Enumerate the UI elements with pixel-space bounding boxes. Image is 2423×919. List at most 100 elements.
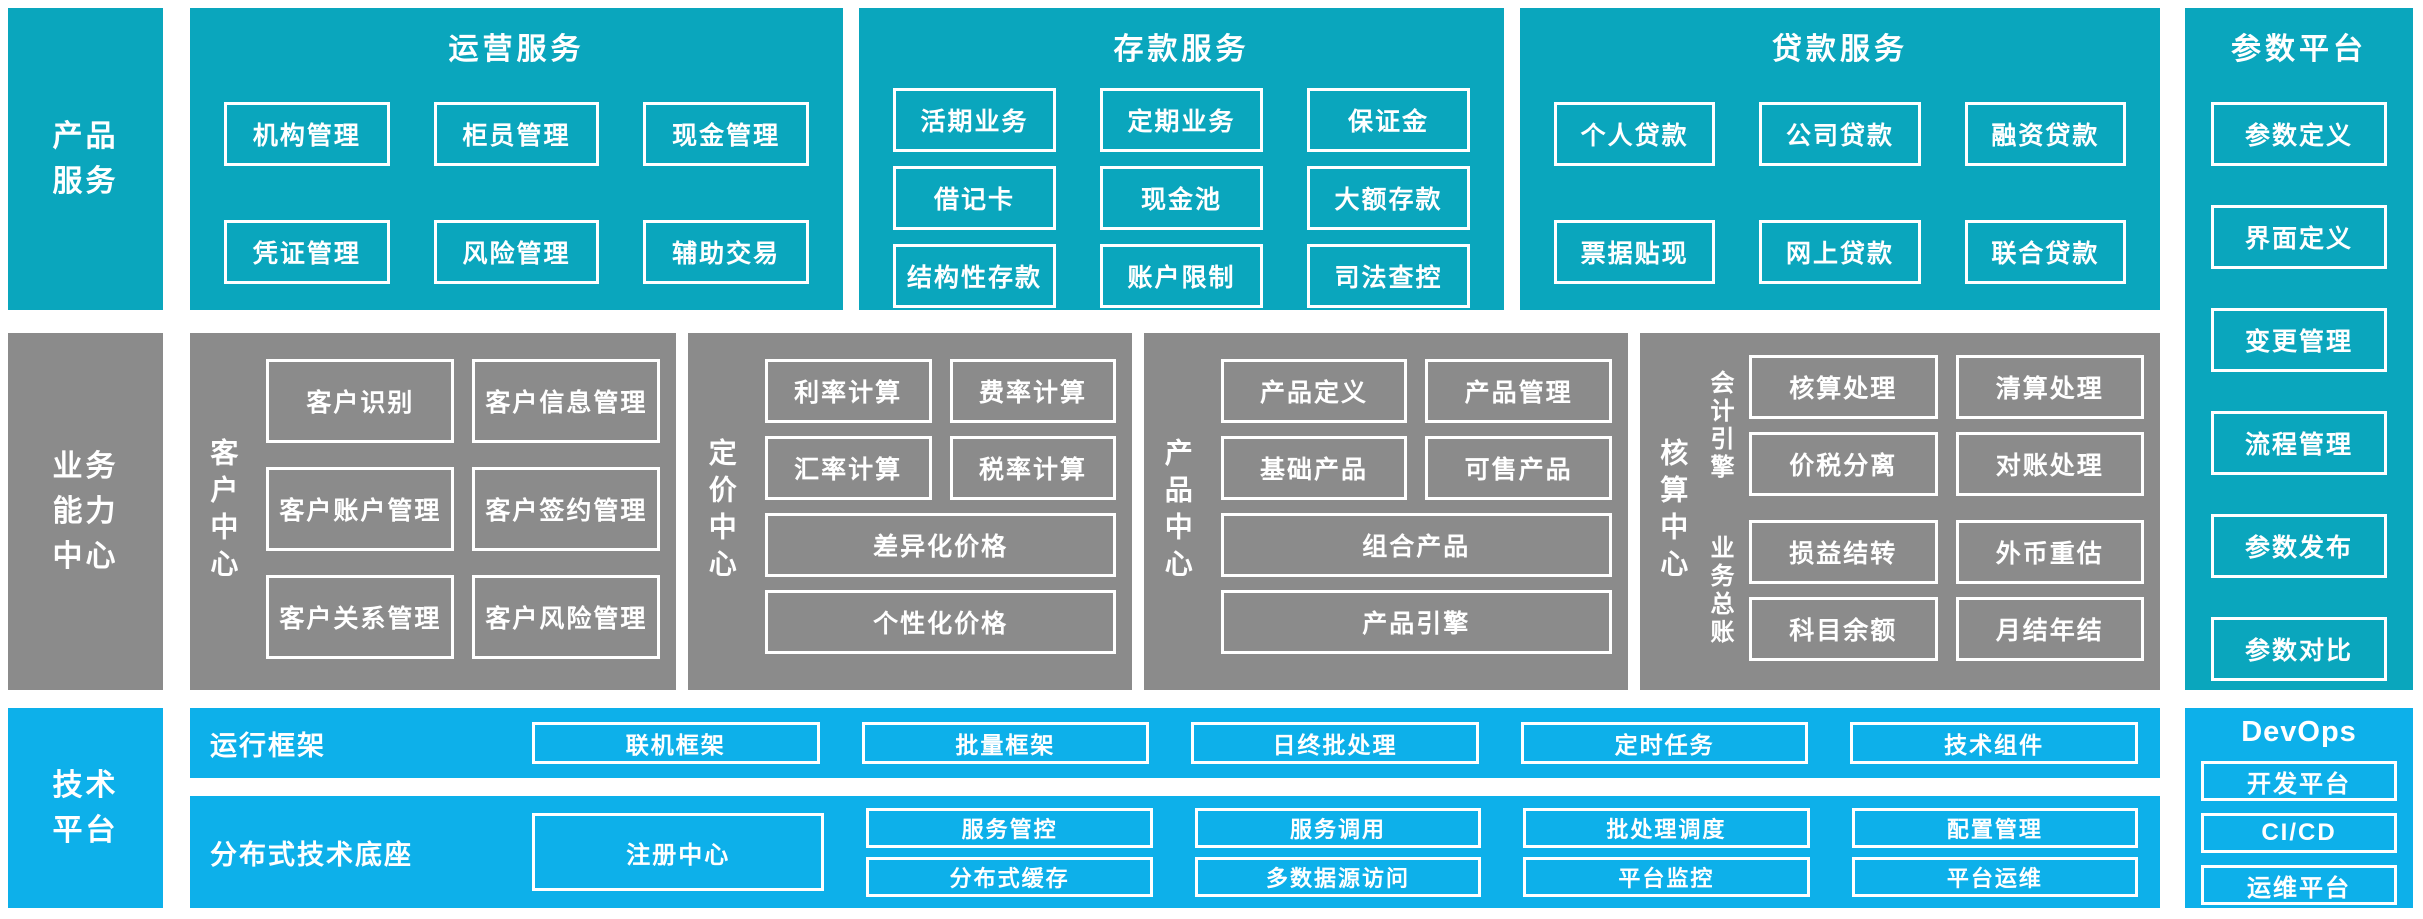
capability-box: 客户信息管理 — [472, 359, 661, 443]
service-box: 联合贷款 — [1964, 220, 2126, 284]
panel-distributed-base: 分布式技术底座 注册中心 服务管控 分布式缓存 服务调用 多数据源访问 批处 — [190, 796, 2160, 908]
tech-box: 批量框架 — [861, 722, 1150, 764]
distributed-base-label: 分布式技术底座 — [210, 839, 413, 870]
accounting-center-label: 核算中心 — [1657, 437, 1689, 586]
tech-box: 平台运维 — [1851, 856, 2139, 897]
service-box: 凭证管理 — [224, 220, 390, 284]
panel-accounting-center: 核算中心 会计引擎 核算处理清算处理价税分离对账处理 业务总账 损益结转外币重估… — [1639, 333, 2160, 690]
panel-customer-center: 客户中心 客户识别客户信息管理客户账户管理客户签约管理客户关系管理客户风险管理 — [190, 333, 677, 690]
capability-box-wide: 组合产品 — [1220, 513, 1612, 577]
tech-box: 日终批处理 — [1191, 722, 1479, 764]
parameter-box: 参数定义 — [2211, 102, 2387, 166]
operation-services-grid: 机构管理柜员管理现金管理凭证管理风险管理辅助交易 — [190, 102, 843, 284]
service-box: 风险管理 — [433, 220, 600, 284]
capability-box: 税率计算 — [949, 436, 1117, 500]
panel-pricing-center: 定价中心 利率计算费率计算汇率计算税率计算 差异化价格个性化价格 — [688, 333, 1133, 690]
customer-center-grid: 客户识别客户信息管理客户账户管理客户签约管理客户关系管理客户风险管理 — [266, 359, 661, 659]
panel-parameter-platform-title: 参数平台 — [2231, 33, 2367, 66]
sidebar-business-capability-center: 业务 能力 中心 — [8, 333, 163, 690]
service-box: 个人贷款 — [1554, 102, 1716, 166]
tech-box: 批处理调度 — [1523, 807, 1810, 848]
capability-box: 客户关系管理 — [266, 575, 455, 659]
parameter-box: 界面定义 — [2211, 205, 2387, 269]
service-box: 融资贷款 — [1964, 102, 2126, 166]
pricing-center-wide-list: 差异化价格个性化价格 — [764, 513, 1117, 654]
sidebar-business-capability-label: 业务 能力 中心 — [52, 450, 119, 573]
capability-box: 客户风险管理 — [472, 575, 661, 659]
product-services-row: 运营服务 机构管理柜员管理现金管理凭证管理风险管理辅助交易 存款服务 活期业务定… — [190, 8, 2160, 310]
service-box: 活期业务 — [893, 88, 1056, 152]
runtime-framework-label: 运行框架 — [210, 730, 326, 761]
service-box: 账户限制 — [1100, 244, 1263, 308]
product-center-wide-list: 组合产品产品引擎 — [1220, 513, 1612, 654]
sidebar-technology-platform: 技术 平台 — [8, 708, 163, 908]
capability-box: 月结年结 — [1955, 597, 2144, 661]
capability-box: 利率计算 — [764, 359, 932, 423]
devops-box: 开发平台 — [2201, 761, 2397, 801]
pricing-center-grid: 利率计算费率计算汇率计算税率计算 — [764, 359, 1117, 500]
panel-loan-services: 贷款服务 个人贷款公司贷款融资贷款票据贴现网上贷款联合贷款 — [1520, 8, 2160, 310]
capability-box: 客户识别 — [266, 359, 455, 443]
parameter-box: 流程管理 — [2211, 411, 2387, 475]
accounting-engine-label: 会计引擎 — [1706, 369, 1734, 482]
service-box: 柜员管理 — [433, 102, 600, 166]
tech-box: 服务管控 — [866, 807, 1153, 848]
service-box: 辅助交易 — [643, 220, 809, 284]
customer-center-label: 客户中心 — [207, 437, 239, 586]
capability-box: 产品定义 — [1220, 359, 1408, 423]
tech-box: 技术组件 — [1850, 722, 2138, 764]
service-box: 现金管理 — [643, 102, 809, 166]
distributed-base-column: 服务管控 分布式缓存 — [866, 807, 1153, 897]
service-box: 机构管理 — [224, 102, 390, 166]
capability-box: 费率计算 — [949, 359, 1117, 423]
technology-platform-rows: 运行框架 联机框架批量框架日终批处理定时任务技术组件 分布式技术底座 注册中心 … — [190, 708, 2160, 908]
distributed-base-column: 服务调用 多数据源访问 — [1194, 807, 1482, 897]
panel-parameter-platform: 参数平台 参数定义界面定义变更管理流程管理参数发布参数对比 — [2185, 8, 2413, 690]
capability-box: 可售产品 — [1425, 436, 1612, 500]
service-box: 保证金 — [1307, 88, 1470, 152]
sidebar-product-services: 产品 服务 — [8, 8, 163, 310]
tech-box: 多数据源访问 — [1194, 856, 1482, 897]
panel-operation-services-title: 运营服务 — [448, 33, 585, 66]
capability-box: 对账处理 — [1955, 432, 2144, 496]
panel-operation-services: 运营服务 机构管理柜员管理现金管理凭证管理风险管理辅助交易 — [190, 8, 843, 310]
capability-box: 基础产品 — [1220, 436, 1408, 500]
service-box: 公司贷款 — [1759, 102, 1921, 166]
tech-box: 配置管理 — [1851, 807, 2139, 848]
accounting-engine-grid: 核算处理清算处理价税分离对账处理 — [1749, 355, 2144, 496]
service-box: 结构性存款 — [893, 244, 1056, 308]
capability-box-wide: 个性化价格 — [764, 590, 1117, 654]
tech-box: 平台监控 — [1523, 856, 1810, 897]
loan-services-grid: 个人贷款公司贷款融资贷款票据贴现网上贷款联合贷款 — [1520, 102, 2160, 284]
sidebar-product-services-label: 产品 服务 — [52, 120, 119, 198]
registry-center-box: 注册中心 — [532, 813, 825, 891]
business-capability-row: 客户中心 客户识别客户信息管理客户账户管理客户签约管理客户关系管理客户风险管理 … — [190, 333, 2160, 690]
tech-box: 联机框架 — [532, 722, 820, 764]
panel-product-center: 产品中心 产品定义产品管理基础产品可售产品 组合产品产品引擎 — [1144, 333, 1628, 690]
capability-box: 核算处理 — [1749, 355, 1938, 419]
service-box: 票据贴现 — [1554, 220, 1716, 284]
capability-box-wide: 差异化价格 — [764, 513, 1117, 577]
distributed-base-column: 批处理调度 平台监控 — [1523, 807, 1810, 897]
capability-box: 外币重估 — [1955, 520, 2144, 584]
parameter-box: 参数对比 — [2211, 617, 2387, 681]
capability-box: 科目余额 — [1749, 597, 1938, 661]
capability-box: 产品管理 — [1425, 359, 1612, 423]
service-box: 借记卡 — [893, 166, 1056, 230]
service-box: 司法查控 — [1307, 244, 1470, 308]
devops-box: CI/CD — [2201, 813, 2397, 853]
parameter-box: 变更管理 — [2211, 308, 2387, 372]
business-ledger-group: 业务总账 损益结转外币重估科目余额月结年结 — [1704, 520, 2144, 661]
panel-loan-services-title: 贷款服务 — [1772, 33, 1908, 66]
tech-box: 定时任务 — [1520, 722, 1809, 764]
capability-box: 客户签约管理 — [472, 467, 661, 551]
tech-box: 分布式缓存 — [866, 856, 1153, 897]
capability-box: 清算处理 — [1955, 355, 2144, 419]
distributed-base-column: 配置管理 平台运维 — [1851, 807, 2139, 897]
service-box: 现金池 — [1100, 166, 1263, 230]
tech-box: 服务调用 — [1194, 807, 1482, 848]
capability-box-wide: 产品引擎 — [1220, 590, 1612, 654]
sidebar-technology-platform-label: 技术 平台 — [52, 769, 119, 847]
